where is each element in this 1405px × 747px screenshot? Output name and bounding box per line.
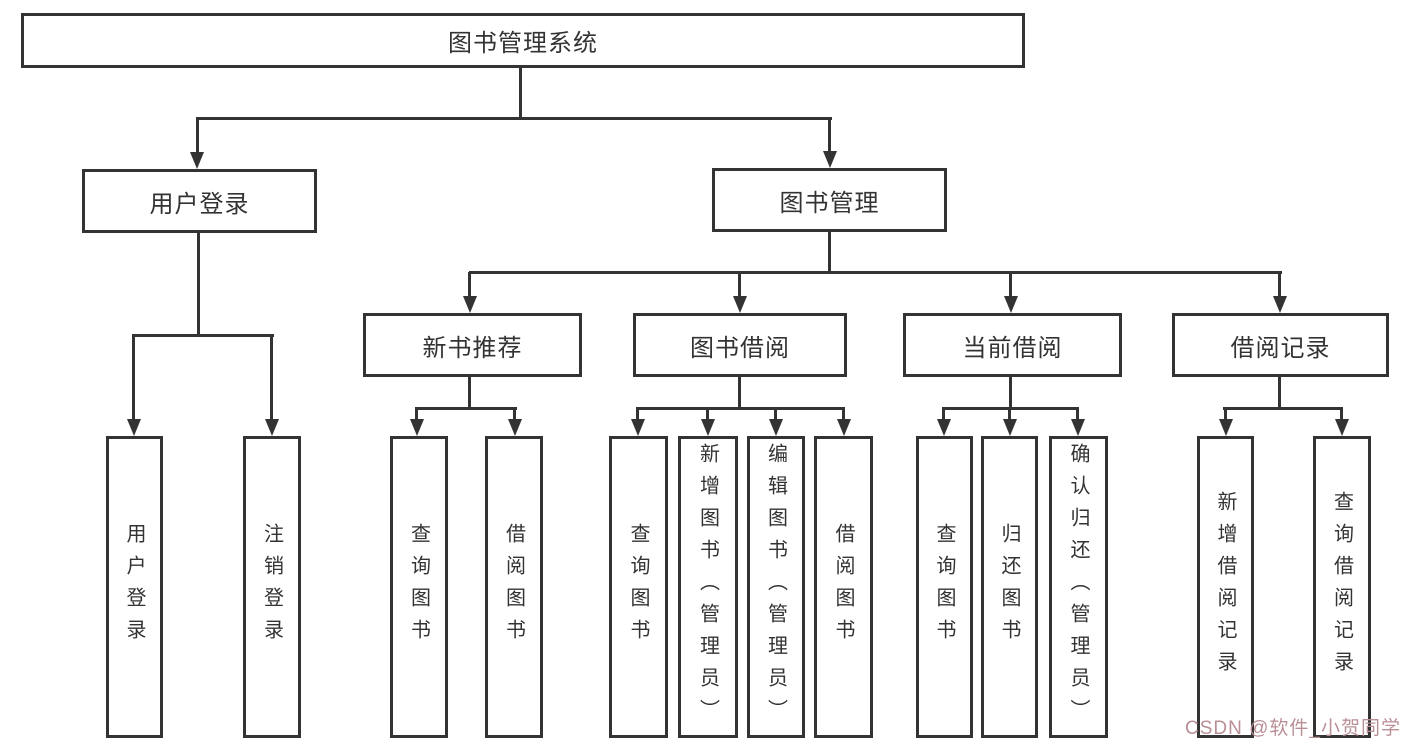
leaf-newbook-borrow: 借阅图书 [485,436,543,738]
connector-group0-rail [415,407,517,410]
connector-drop-g1-leaf3 [842,408,845,421]
connector-drop-g0-leaf0 [415,408,418,421]
connector-drop-group3 [1278,272,1281,298]
arrow-g3-leaf1-icon [1335,419,1349,436]
node-borrow-records: 借阅记录 [1172,313,1389,377]
connector-drop-g1-leaf0 [636,408,639,421]
connector-drop-group1 [738,272,741,298]
leaf-borrow-borrow: 借阅图书 [814,436,873,738]
leaf-logout: 注销登录 [243,436,301,738]
connector-drop-g2-leaf1 [1008,408,1011,421]
arrow-g1-leaf0-icon [631,419,645,436]
connector-group2-stem [1009,377,1012,410]
leaf-current-return: 归还图书 [981,436,1038,738]
node-book-mgmt-label: 图书管理 [779,189,880,217]
connector-drop-g2-leaf0 [942,408,945,421]
node-root-label: 图书管理系统 [448,30,598,57]
leaf-current-query: 查询图书 [916,436,973,738]
node-borrow-records-label: 借阅记录 [1230,334,1331,362]
leaf-borrow-add-admin: 新增图书（管理员） [678,436,738,738]
arrow-g2-leaf1-icon [1003,419,1017,436]
connector-drop-group2 [1009,272,1012,298]
arrow-group1-icon [733,296,747,313]
connector-drop-g3-leaf0 [1224,408,1227,421]
arrow-book-mgmt-icon [823,151,837,168]
arrow-g1-leaf1-icon [701,419,715,436]
connector-drop-user-login [196,117,199,153]
connector-mgmt-stem [828,232,831,274]
connector-drop-g3-leaf1 [1340,408,1343,421]
connector-group3-rail [1223,407,1343,410]
leaf-borrow-query: 查询图书 [609,436,668,738]
node-current-borrow: 当前借阅 [903,313,1122,377]
node-new-book-recommend: 新书推荐 [363,313,582,377]
node-new-book-recommend-label: 新书推荐 [422,334,523,362]
connector-group3-stem [1278,377,1281,410]
connector-root-stem [519,68,522,120]
connector-group1-rail [636,407,845,410]
arrow-g1-leaf3-icon [837,419,851,436]
arrow-g3-leaf0-icon [1219,419,1233,436]
leaf-user-login: 用户登录 [106,436,163,738]
arrow-group2-icon [1004,296,1018,313]
connector-drop-group0 [468,272,471,298]
node-book-mgmt: 图书管理 [712,168,947,232]
arrow-group3-icon [1273,296,1287,313]
arrow-g0-leaf0-icon [410,419,424,436]
node-user-login-label: 用户登录 [149,190,250,218]
connector-drop-g0-leaf1 [513,408,516,421]
connector-drop-login-leaf2 [270,334,273,420]
connector-group1-stem [738,377,741,410]
connector-drop-g1-leaf1 [706,408,709,421]
node-book-borrow-label: 图书借阅 [690,334,790,362]
arrow-g2-leaf0-icon [937,419,951,436]
leaf-records-add: 新增借阅记录 [1197,436,1254,738]
arrow-user-login-icon [190,152,204,169]
connector-level1-rail [196,117,832,120]
connector-group0-stem [468,377,471,410]
leaf-borrow-edit-admin: 编辑图书（管理员） [747,436,805,738]
connector-drop-book-mgmt [828,117,831,153]
node-book-borrow: 图书借阅 [633,313,847,377]
arrow-g1-leaf2-icon [769,419,783,436]
leaf-records-query: 查询借阅记录 [1313,436,1371,738]
arrow-g2-leaf2-icon [1071,419,1085,436]
leaf-current-confirm-return-admin: 确认归还（管理员） [1049,436,1108,738]
watermark: CSDN @软件_小贺同学 [1185,718,1401,739]
connector-drop-g1-leaf2 [774,408,777,421]
node-root: 图书管理系统 [21,13,1025,68]
connector-drop-login-leaf1 [132,334,135,420]
connector-login-stem [197,233,200,337]
arrow-login-leaf1-icon [127,419,141,436]
connector-level2-rail [469,271,1282,274]
node-current-borrow-label: 当前借阅 [962,334,1063,362]
arrow-group0-icon [463,296,477,313]
connector-drop-g2-leaf2 [1076,408,1079,421]
node-user-login: 用户登录 [82,169,317,233]
connector-login-rail [133,334,274,337]
leaf-newbook-query: 查询图书 [390,436,448,738]
arrow-g0-leaf1-icon [508,419,522,436]
arrow-login-leaf2-icon [265,419,279,436]
